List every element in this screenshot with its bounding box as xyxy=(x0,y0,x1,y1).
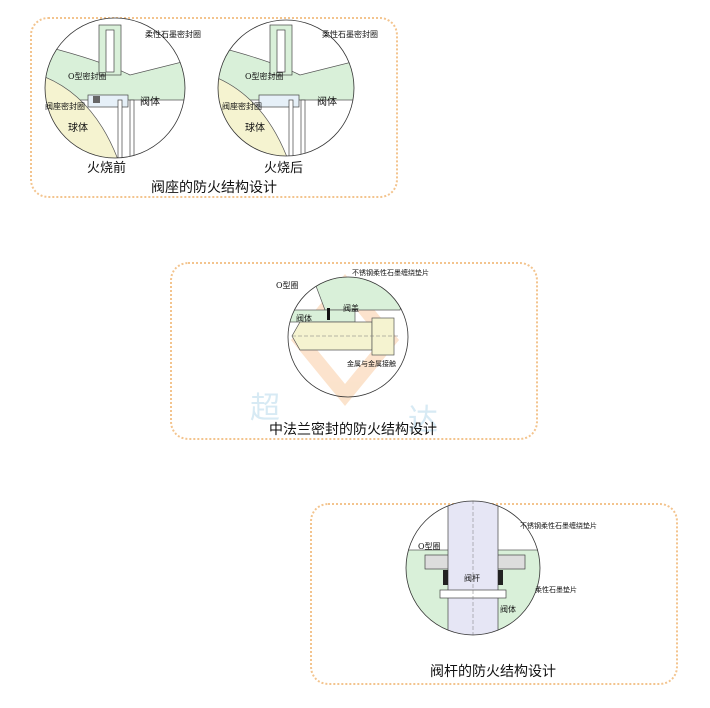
label-gasket-flange: 不锈钢柔性石墨缠绕垫片 xyxy=(352,269,429,277)
caption-before: 火烧前 xyxy=(87,161,127,176)
seat-fireproof-panel xyxy=(30,17,398,198)
flange-fireproof-panel xyxy=(170,262,538,440)
label-body-after: 阀体 xyxy=(317,97,337,108)
label-o-ring-stem: O型圈 xyxy=(418,542,441,551)
label-ball-before: 球体 xyxy=(68,123,88,134)
label-body-flange: 阀体 xyxy=(296,314,312,323)
label-seat-seal-before: 阀座密封圈 xyxy=(45,102,85,111)
label-graphite-gasket: 柔性石墨垫片 xyxy=(535,586,577,594)
seat-before-drawing xyxy=(45,18,185,158)
svg-text:达: 达 xyxy=(408,403,438,438)
label-seat-seal-after: 阀座密封圈 xyxy=(222,102,262,111)
label-body-before: 阀体 xyxy=(140,97,160,108)
flange-circle xyxy=(287,276,409,398)
seat-after-drawing xyxy=(218,20,354,156)
label-o-ring-flange: O型圈 xyxy=(276,281,299,290)
label-gasket-stem: 不锈钢柔性石墨缠绕垫片 xyxy=(520,522,597,530)
title-flange: 中法兰密封的防火结构设计 xyxy=(269,422,437,438)
label-body-stem: 阀体 xyxy=(500,605,516,614)
title-seat: 阀座的防火结构设计 xyxy=(151,180,277,196)
stem-circle xyxy=(405,500,541,636)
svg-text:超: 超 xyxy=(250,391,280,426)
seat-before-circle xyxy=(44,17,186,159)
label-stem: 阀杆 xyxy=(464,574,480,583)
label-ball-after: 球体 xyxy=(245,123,265,134)
label-metal-contact: 金属与金属接触 xyxy=(347,360,396,368)
label-graphite-ring-before: 柔性石墨密封圈 xyxy=(145,30,201,39)
label-o-ring-after: O型密封圈 xyxy=(245,72,284,81)
seat-after-circle xyxy=(217,19,355,157)
caption-after: 火烧后 xyxy=(264,161,304,176)
label-o-ring-before: O型密封圈 xyxy=(68,72,107,81)
label-graphite-ring-after: 柔性石墨密封圈 xyxy=(322,30,378,39)
title-stem: 阀杆的防火结构设计 xyxy=(430,664,556,680)
label-bonnet: 阀盖 xyxy=(343,304,359,313)
